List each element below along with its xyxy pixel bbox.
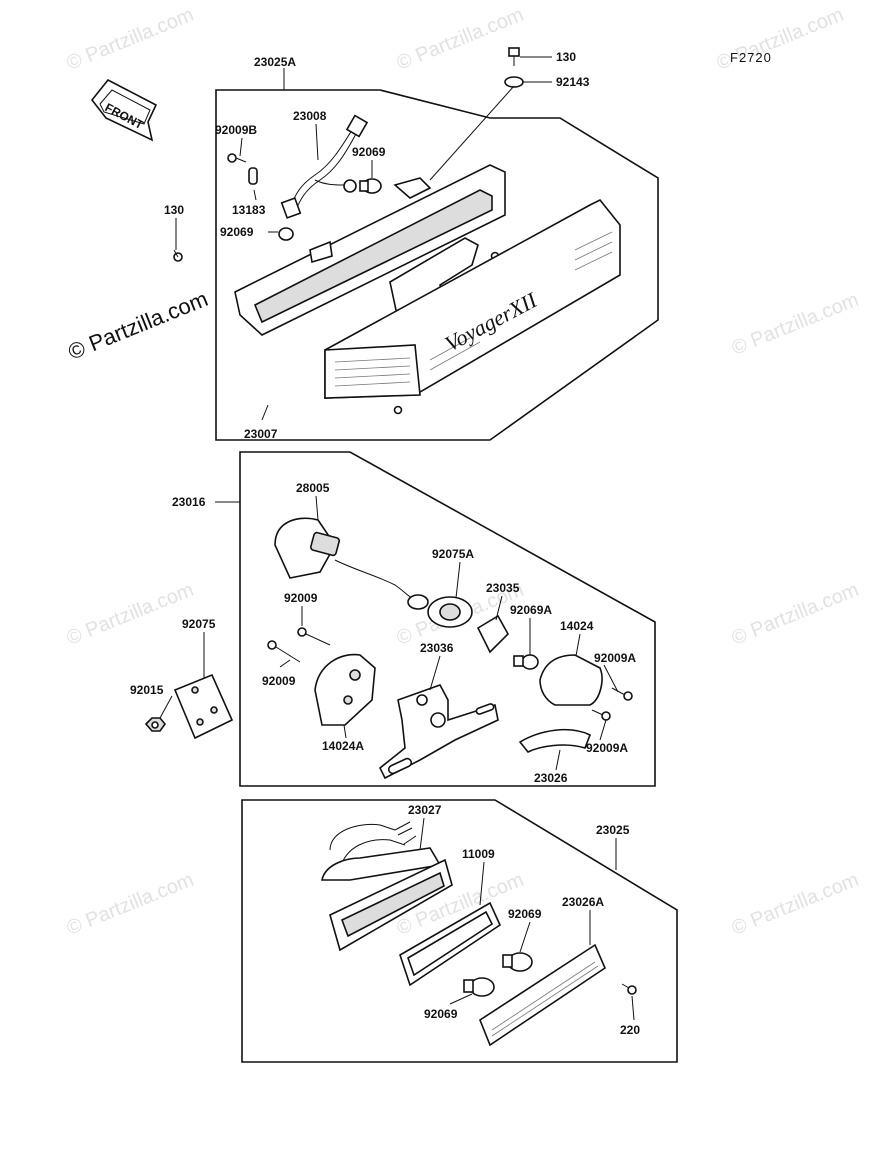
bulb-icon <box>463 977 495 997</box>
part-label: 92069 <box>508 907 542 921</box>
lens-23026a <box>479 943 606 1047</box>
part-label: 23025 <box>596 823 630 837</box>
part-label: 92069 <box>220 225 254 239</box>
tail-lamp-housing <box>234 164 506 336</box>
gasket-11009 <box>399 901 502 987</box>
nut-icon <box>144 717 167 732</box>
group-box-23025a <box>215 89 659 441</box>
part-label: 92143 <box>556 75 590 89</box>
socket-92075a <box>427 596 473 628</box>
section-license-light-assembly <box>239 451 656 787</box>
part-label: 23008 <box>293 109 327 123</box>
reference-code: F2720 <box>730 50 772 65</box>
group-box-23016 <box>239 451 656 787</box>
part-label: 130 <box>164 203 184 217</box>
watermark-large: © Partzilla.com <box>65 286 212 365</box>
screw-icon <box>591 709 611 721</box>
part-label: 28005 <box>296 481 330 495</box>
grommet-13183 <box>248 167 258 185</box>
shade-23026 <box>518 728 592 754</box>
part-label: 13183 <box>232 203 266 217</box>
screw-icon <box>297 627 331 646</box>
watermark: © Partzilla.com <box>64 579 197 650</box>
part-label: 92009B <box>215 123 257 137</box>
part-labels: 130 92143 23025A 92009B 23008 92069 1318… <box>130 50 640 1037</box>
part-label: 92069 <box>352 145 386 159</box>
part-label: 23025A <box>254 55 296 69</box>
watermark: © Partzilla.com <box>64 4 197 75</box>
part-label: 92069 <box>424 1007 458 1021</box>
part-label: 92015 <box>130 683 164 697</box>
bulb-icon <box>502 952 533 972</box>
front-arrow-icon: FRONT <box>90 78 158 142</box>
housing-23027 <box>321 821 453 952</box>
watermark: © Partzilla.com <box>394 4 527 75</box>
bracket-23036 <box>378 684 499 780</box>
part-label: 11009 <box>462 847 495 861</box>
wire-harness <box>280 114 369 219</box>
part-label: 92009A <box>586 741 628 755</box>
watermark: © Partzilla.com <box>729 869 862 940</box>
housing-14024a <box>314 653 376 726</box>
part-label: 23026 <box>534 771 568 785</box>
part-label: 92009 <box>284 591 318 605</box>
lens-cap-14024 <box>539 654 603 706</box>
socket-housing-28005 <box>274 517 341 579</box>
screw-icon <box>621 983 637 995</box>
part-label: 130 <box>556 50 576 64</box>
section-license-plate-light <box>241 799 678 1063</box>
section-tail-light-assembly: VoyagerXII <box>173 47 659 441</box>
group-box-23025 <box>241 799 678 1063</box>
leader-lines <box>159 56 635 1021</box>
wire-lead <box>334 559 429 610</box>
part-label: 14024 <box>560 619 594 633</box>
bolt-icon <box>173 249 183 262</box>
screw-icon <box>611 687 633 701</box>
part-label: 92075 <box>182 617 216 631</box>
part-label: 23035 <box>486 581 520 595</box>
bulb-icon <box>278 227 294 241</box>
bulb-icon <box>513 654 539 670</box>
part-label: 23007 <box>244 427 278 441</box>
part-label: 14024A <box>322 739 364 753</box>
screw-icon <box>393 405 403 415</box>
screw-icon <box>227 153 247 163</box>
part-label: 92009A <box>594 651 636 665</box>
screw-icon <box>267 640 301 663</box>
washer-92143 <box>504 76 524 88</box>
part-label: 23036 <box>420 641 454 655</box>
part-label: 23016 <box>172 495 206 509</box>
part-label: 92075A <box>432 547 474 561</box>
watermark: © Partzilla.com <box>729 289 862 360</box>
part-label: 220 <box>620 1023 640 1037</box>
part-label: 23027 <box>408 803 442 817</box>
bolt-icon <box>508 47 520 66</box>
part-label: 23026A <box>562 895 604 909</box>
clip-23035 <box>476 614 509 654</box>
part-label: 92069A <box>510 603 552 617</box>
watermark: © Partzilla.com <box>64 869 197 940</box>
bulb-icon <box>359 178 382 194</box>
part-label: 92009 <box>262 674 296 688</box>
watermark: © Partzilla.com <box>729 579 862 650</box>
plate-92075 <box>173 673 234 740</box>
